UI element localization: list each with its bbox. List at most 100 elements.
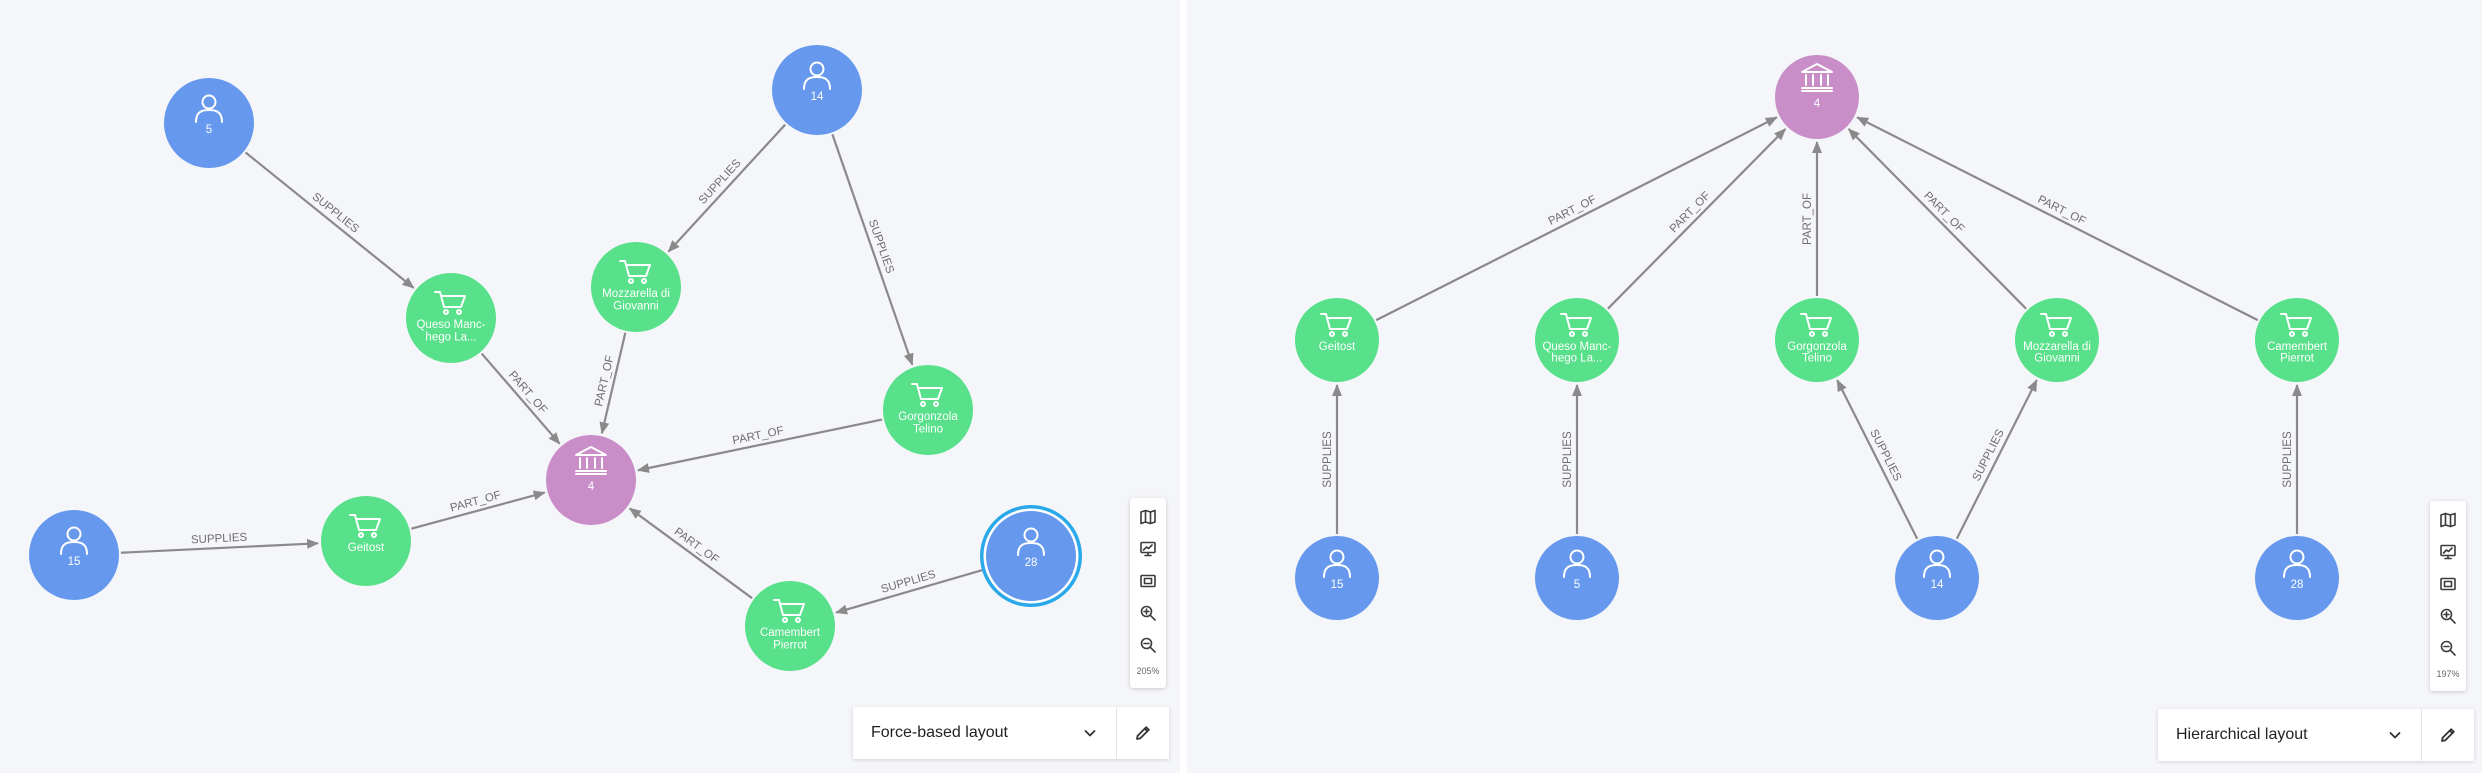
layout-dropdown[interactable]: Hierarchical layout (2158, 709, 2422, 761)
node-circle[interactable] (2015, 298, 2099, 382)
node-label: Telino (1802, 353, 1832, 365)
edge-line[interactable] (667, 123, 787, 253)
person-icon (60, 526, 88, 555)
edge-supplies[interactable]: SUPPLIES (831, 134, 914, 366)
edge-line[interactable] (1955, 379, 2038, 540)
node-category-c4[interactable]: 4 (546, 435, 636, 525)
node-supplier-n14[interactable]: 14 (772, 45, 862, 135)
node-circle[interactable] (1895, 536, 1979, 620)
fit-to-screen-button[interactable] (2433, 569, 2463, 599)
edge-part-of[interactable]: PART_OF (628, 507, 753, 600)
edge-part-of[interactable]: PART_OF (1856, 116, 2259, 322)
edge-line[interactable] (411, 490, 546, 530)
edge-supplies[interactable]: SUPPLIES (1955, 379, 2038, 540)
node-supplier-n5[interactable]: 5 (1535, 536, 1619, 620)
zoom-in-button[interactable] (1133, 598, 1163, 628)
zoom-out-button[interactable] (1133, 630, 1163, 660)
node-circle[interactable] (1775, 298, 1859, 382)
node-circle[interactable] (321, 496, 411, 586)
node-product-nGeit[interactable]: Geitost (321, 496, 411, 586)
edge-line[interactable] (1856, 116, 2259, 322)
node-circle[interactable] (2255, 536, 2339, 620)
presentation-button[interactable] (2433, 537, 2463, 567)
edge-line[interactable] (480, 352, 561, 445)
edge-line[interactable] (1607, 128, 1787, 310)
cart-icon (2040, 313, 2072, 337)
node-label: 5 (1574, 579, 1580, 591)
fit-to-screen-button[interactable] (1133, 566, 1163, 596)
node-supplier-n5[interactable]: 5 (164, 78, 254, 168)
node-product-nGeit[interactable]: Geitost (1295, 298, 1379, 382)
edge-part-of[interactable]: PART_OF (637, 418, 883, 473)
edge-supplies[interactable]: SUPPLIES (1836, 379, 1919, 540)
node-product-nQueso[interactable]: Queso Manc-hego La... (1535, 298, 1619, 382)
map-overview-button[interactable] (1133, 502, 1163, 532)
node-circle[interactable] (29, 510, 119, 600)
node-circle[interactable] (745, 581, 835, 671)
person-icon (1923, 549, 1951, 578)
edge-supplies[interactable]: SUPPLIES (1322, 384, 1342, 534)
edge-line[interactable] (1375, 116, 1778, 322)
edit-layout-button[interactable] (1117, 707, 1169, 759)
node-supplier-n14[interactable]: 14 (1895, 536, 1979, 620)
map-overview-button[interactable] (2433, 505, 2463, 535)
node-supplier-n28[interactable]: 28 (2255, 536, 2339, 620)
edge-line[interactable] (599, 332, 627, 435)
node-circle[interactable] (164, 78, 254, 168)
edge-line[interactable] (835, 568, 987, 615)
node-supplier-n15[interactable]: 15 (1295, 536, 1379, 620)
graph-panel-force[interactable]: SUPPLIES SUPPLIES SUPPLIES SUPPLIES SUPPLIES… (0, 0, 1180, 773)
edge-supplies[interactable]: SUPPLIES (667, 123, 787, 253)
node-circle[interactable] (1535, 536, 1619, 620)
edge-line[interactable] (628, 507, 753, 600)
node-label: Telino (913, 424, 943, 436)
node-supplier-n15[interactable]: 15 (29, 510, 119, 600)
edge-line[interactable] (244, 151, 415, 289)
node-circle[interactable] (1295, 536, 1379, 620)
edge-line[interactable] (637, 418, 883, 473)
edge-supplies[interactable]: SUPPLIES (835, 568, 987, 615)
presentation-button[interactable] (1133, 534, 1163, 564)
edge-line[interactable] (1847, 128, 2027, 310)
edge-supplies[interactable]: SUPPLIES (1562, 384, 1582, 534)
edge-part-of[interactable]: PART_OF (480, 352, 561, 445)
node-supplier-n28[interactable]: 28 (980, 505, 1082, 607)
edge-supplies[interactable]: SUPPLIES (120, 532, 320, 554)
graph-canvas-force[interactable]: SUPPLIES SUPPLIES SUPPLIES SUPPLIES SUPPLIES… (0, 0, 1180, 773)
edge-part-of[interactable]: PART_OF (1802, 141, 1822, 296)
node-circle[interactable] (406, 273, 496, 363)
edge-part-of[interactable]: PART_OF (411, 489, 546, 530)
edge-part-of[interactable]: PART_OF (1607, 128, 1787, 310)
node-circle[interactable] (2255, 298, 2339, 382)
node-product-nQueso[interactable]: Queso Manc-hego La... (406, 273, 496, 363)
layout-dropdown[interactable]: Force-based layout (853, 707, 1117, 759)
edge-part-of[interactable]: PART_OF (1847, 128, 2027, 310)
node-circle[interactable] (883, 365, 973, 455)
node-circle[interactable] (591, 242, 681, 332)
zoom-in-button[interactable] (2433, 601, 2463, 631)
node-circle[interactable] (1295, 298, 1379, 382)
edge-line[interactable] (120, 538, 320, 554)
edge-supplies[interactable]: SUPPLIES (2282, 384, 2302, 534)
node-circle[interactable] (1535, 298, 1619, 382)
node-circle[interactable] (986, 511, 1076, 601)
node-circle[interactable] (772, 45, 862, 135)
edge-part-of[interactable]: PART_OF (1375, 116, 1778, 322)
node-circle[interactable] (1775, 55, 1859, 139)
edge-supplies[interactable]: SUPPLIES (244, 151, 415, 289)
node-category-c4[interactable]: 4 (1775, 55, 1859, 139)
zoom-out-button[interactable] (2433, 633, 2463, 663)
edge-line[interactable] (1836, 379, 1919, 540)
edge-line[interactable] (831, 134, 914, 366)
edit-layout-button[interactable] (2422, 709, 2474, 761)
edge-part-of[interactable]: PART_OF (593, 332, 627, 435)
node-circle[interactable] (546, 435, 636, 525)
